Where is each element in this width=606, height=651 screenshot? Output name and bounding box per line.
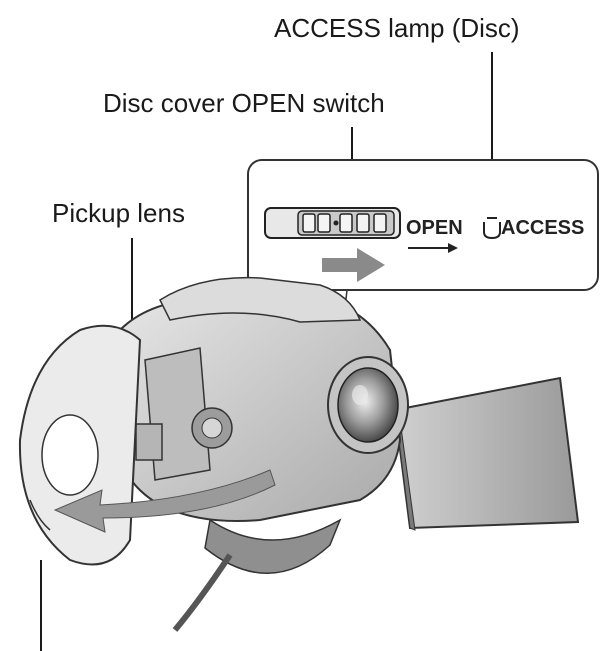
lcd-screen (393, 376, 580, 530)
open-switch-label: Disc cover OPEN switch (103, 88, 385, 118)
pickup-lens (135, 423, 163, 461)
disc-spindle (191, 407, 233, 449)
access-lamp-icon (483, 217, 501, 240)
open-switch[interactable] (264, 207, 401, 239)
access-lamp-label: ACCESS lamp (Disc) (274, 13, 520, 43)
panel-access-text: ACCESS (501, 217, 584, 239)
magnified-panel (247, 159, 599, 291)
front-lens (327, 356, 409, 454)
panel-open-text: OPEN (406, 217, 463, 239)
hand-strap (204, 518, 342, 574)
open-direction-arrow-icon (53, 469, 276, 533)
pickup-lens-label: Pickup lens (52, 198, 185, 228)
slide-arrow-icon (322, 248, 385, 282)
disc-cover-window (41, 414, 99, 496)
